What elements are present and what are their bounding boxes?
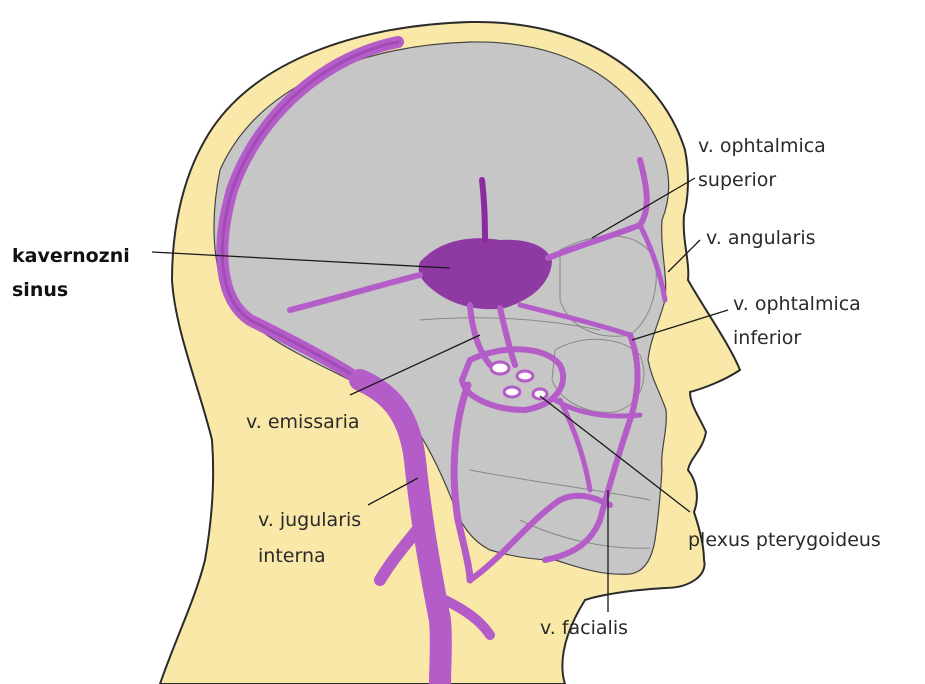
label-jugularis-line1: v. jugularis — [258, 509, 361, 531]
label-emissaria: v. emissaria — [246, 411, 360, 433]
label-angularis: v. angularis — [706, 227, 816, 249]
label-ophtalmica-inferior-line1: v. ophtalmica — [733, 293, 861, 315]
cavernous-sinus-sprout — [482, 180, 485, 240]
label-pterygoideus: plexus pterygoideus — [688, 529, 881, 551]
pterygoid-hole-2 — [517, 371, 533, 381]
label-jugularis-line2: interna — [258, 545, 326, 567]
pterygoid-hole-4 — [533, 389, 547, 399]
label-kavernozni-line1: kavernozni — [12, 245, 130, 267]
label-facialis: v. facialis — [540, 617, 628, 639]
pterygoid-hole-1 — [491, 362, 509, 374]
pterygoid-hole-3 — [504, 387, 520, 397]
label-ophtalmica-superior-line1: v. ophtalmica — [698, 135, 826, 157]
label-kavernozni-line2: sinus — [12, 279, 68, 301]
label-ophtalmica-inferior-line2: inferior — [733, 327, 801, 349]
label-ophtalmica-superior-line2: superior — [698, 169, 776, 191]
